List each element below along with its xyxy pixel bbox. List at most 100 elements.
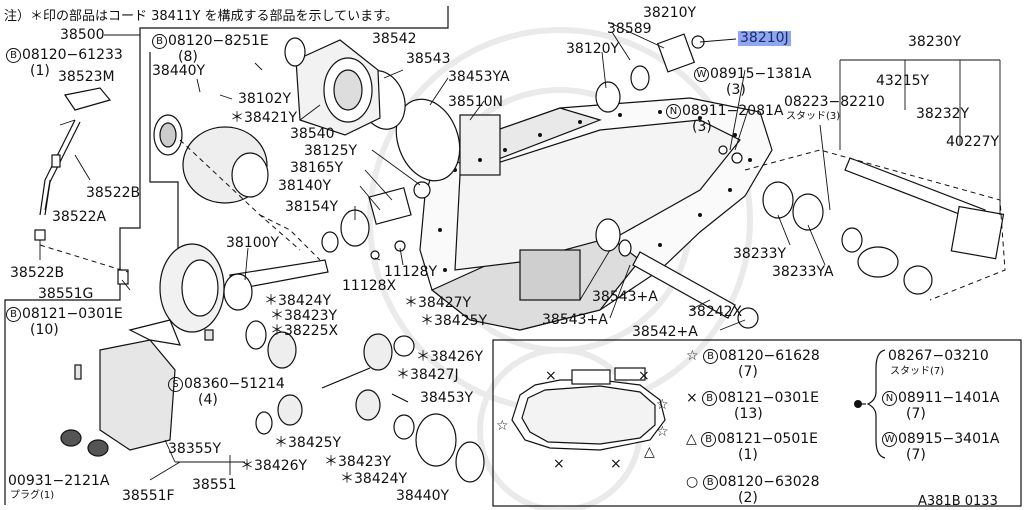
label-38125Y: 38125Y bbox=[304, 143, 358, 159]
label-38140Y: 38140Y bbox=[278, 178, 332, 194]
label-38589: 38589 bbox=[607, 21, 652, 37]
label-38423Y-top: ＊38423Y bbox=[270, 308, 338, 324]
label-08120-61233-qty: (1) bbox=[30, 63, 50, 79]
seal-38542 bbox=[284, 37, 306, 67]
label-38165Y: 38165Y bbox=[290, 160, 344, 176]
label-38440Y-bottom: 38440Y bbox=[396, 488, 450, 504]
label-38523M: 38523M bbox=[58, 69, 115, 85]
header-note: 注）＊印の部品はコード 38411Y を構成する部品を示しています。 bbox=[4, 9, 398, 24]
label-38543A-2: 38543+A bbox=[542, 312, 608, 328]
label-38500: 38500 bbox=[60, 27, 105, 43]
label-08120-61233-text: 08120−61233 bbox=[22, 47, 123, 63]
legend-star-mark: ☆ bbox=[496, 418, 509, 434]
label-08120-8251E-text: 08120−8251E bbox=[168, 33, 269, 49]
washer-circle-icon: W bbox=[882, 432, 897, 447]
legend-bullet bbox=[854, 400, 862, 408]
nut-circle-icon: N bbox=[882, 391, 897, 406]
label-38543A-1: 38543+A bbox=[592, 289, 658, 305]
label-11128Y: 11128Y bbox=[384, 264, 438, 280]
bolt-circle-icon: B bbox=[702, 391, 718, 406]
label-00931-2121A-qty: プラグ(1) bbox=[10, 490, 55, 501]
label-08120-8251E-qty: (8) bbox=[178, 49, 198, 65]
label-38210J: 38210J bbox=[738, 30, 791, 46]
label-38426Y-bottom: ＊38426Y bbox=[240, 458, 308, 474]
label-08911-2081A-qty: (3) bbox=[692, 119, 712, 135]
legend-star-mark-2: ☆ bbox=[656, 397, 669, 413]
label-38102Y: 38102Y bbox=[238, 91, 292, 107]
hose-dash-guides bbox=[39, 139, 321, 273]
label-38425Y-top: ＊38425Y bbox=[420, 313, 488, 329]
label-38440Y-top: 38440Y bbox=[152, 63, 206, 79]
label-08121-0301E-qty: (10) bbox=[30, 322, 59, 338]
legend-nut-text: 08911−1401A bbox=[898, 390, 1000, 406]
label-38233YA: 38233YA bbox=[772, 264, 834, 280]
figure-code: A381B 0133 bbox=[918, 494, 998, 509]
legend-x-mark-3: × bbox=[553, 456, 565, 472]
label-38542: 38542 bbox=[372, 31, 417, 47]
circle-icon: ○ bbox=[686, 474, 699, 490]
washer-circle-icon: W bbox=[694, 67, 709, 82]
legend-triangle-mark: △ bbox=[644, 444, 655, 460]
label-38551F: 38551F bbox=[122, 488, 175, 504]
legend-washer-qty: (7) bbox=[906, 447, 926, 463]
label-38453YA: 38453YA bbox=[448, 69, 510, 85]
label-08121-0301E-text: 08121−0301E bbox=[22, 306, 123, 322]
label-38522A: 38522A bbox=[52, 209, 107, 225]
label-38424Y-bottom: ＊38424Y bbox=[340, 471, 408, 487]
legend-entry-08120-61628-qty: (7) bbox=[738, 364, 758, 380]
frame-lines bbox=[4, 6, 1022, 507]
tube-38242X bbox=[595, 218, 759, 329]
screw-circle-icon: S bbox=[168, 377, 183, 392]
bolt-circle-icon: B bbox=[152, 34, 167, 49]
label-38424Y-top: ＊38424Y bbox=[264, 293, 332, 309]
label-08360-51214-qty: (4) bbox=[198, 392, 218, 408]
label-38154Y: 38154Y bbox=[285, 199, 339, 215]
legend-entry-08121-0301E-qty: (13) bbox=[734, 406, 763, 422]
label-38120Y: 38120Y bbox=[566, 41, 620, 57]
label-38551G: 38551G bbox=[38, 286, 94, 302]
label-08915-1381A-text: 08915−1381A bbox=[710, 66, 812, 82]
label-38453Y: 38453Y bbox=[420, 390, 474, 406]
housing-bolt-holes bbox=[438, 110, 752, 272]
label-40227Y: 40227Y bbox=[946, 134, 1000, 150]
label-08223-82210-qty: スタッド(3) bbox=[786, 111, 841, 122]
rear-cover bbox=[60, 319, 214, 457]
label-38230Y: 38230Y bbox=[908, 34, 962, 50]
bolt-circle-icon: B bbox=[6, 307, 21, 322]
legend-entry-08120-61628-text: 08120−61628 bbox=[719, 348, 820, 364]
carrier-housing bbox=[419, 97, 773, 331]
bolt-circle-icon: B bbox=[703, 349, 719, 364]
nut-circle-icon: N bbox=[666, 104, 681, 119]
axle-shaft bbox=[762, 157, 1005, 295]
differential-case bbox=[153, 114, 269, 204]
ring-gear bbox=[159, 243, 225, 333]
label-08915-1381A-qty: (3) bbox=[726, 82, 746, 98]
label-08360-51214-text: 08360−51214 bbox=[184, 376, 285, 392]
label-38100Y: 38100Y bbox=[226, 235, 280, 251]
legend-entry-08120-63028-qty: (2) bbox=[738, 490, 758, 506]
label-38425Y-bottom: ＊38425Y bbox=[274, 435, 342, 451]
label-38427J: ＊38427J bbox=[396, 367, 459, 383]
label-38551: 38551 bbox=[192, 477, 237, 493]
breather-hose bbox=[34, 87, 129, 285]
bolt-circle-icon: B bbox=[701, 432, 717, 447]
x-icon: × bbox=[686, 390, 698, 406]
label-38225X: ＊38225X bbox=[270, 323, 339, 339]
label-38522B-top: 38522B bbox=[86, 185, 141, 201]
label-38233Y: 38233Y bbox=[733, 246, 787, 262]
bolt-circle-icon: B bbox=[6, 48, 21, 63]
triangle-icon: △ bbox=[686, 431, 697, 447]
legend-washer-text: 08915−3401A bbox=[898, 431, 1000, 447]
